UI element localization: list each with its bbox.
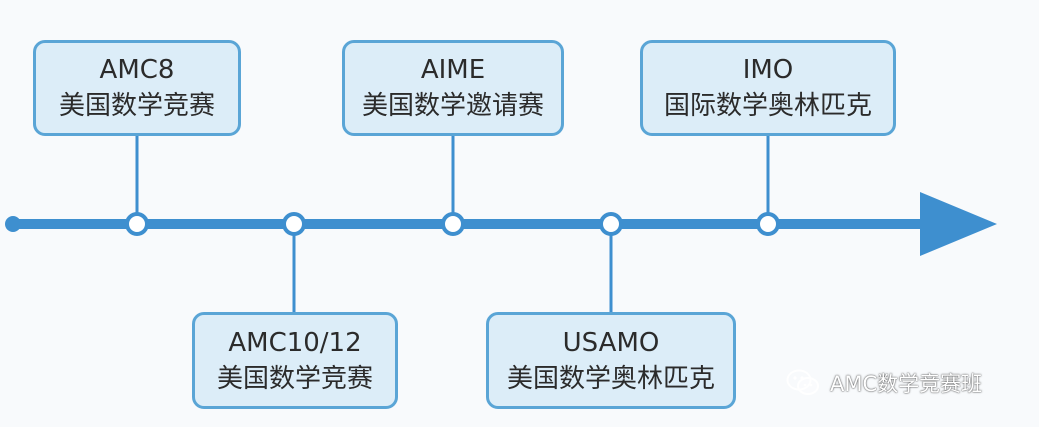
timeline-arrowhead <box>920 192 997 256</box>
watermark-text: AMC数学竞赛班 <box>830 372 983 396</box>
event-title: AIME <box>420 55 486 85</box>
node-imo <box>756 212 780 236</box>
event-subtitle: 美国数学邀请赛 <box>361 91 544 121</box>
event-subtitle: 国际数学奥林匹克 <box>663 91 872 121</box>
watermark: AMC数学竞赛班 <box>786 365 982 401</box>
event-box-usamo: USAMO 美国数学奥林匹克 <box>486 312 736 409</box>
event-subtitle: 美国数学竞赛 <box>58 91 215 121</box>
wechat-icon <box>786 369 819 395</box>
node-amc10-12 <box>282 212 306 236</box>
event-box-aime: AIME 美国数学邀请赛 <box>342 40 564 136</box>
event-box-amc10-12: AMC10/12 美国数学竞赛 <box>192 312 398 409</box>
event-subtitle: 美国数学竞赛 <box>216 363 373 394</box>
event-title: IMO <box>742 55 794 85</box>
event-subtitle: 美国数学奥林匹克 <box>506 363 715 394</box>
node-amc8 <box>125 212 149 236</box>
event-title: USAMO <box>562 327 660 358</box>
event-title: AMC8 <box>99 55 175 85</box>
node-aime <box>441 212 465 236</box>
node-usamo <box>599 212 623 236</box>
event-box-imo: IMO 国际数学奥林匹克 <box>640 40 896 136</box>
event-title: AMC10/12 <box>228 327 362 358</box>
event-box-amc8: AMC8 美国数学竞赛 <box>33 40 241 136</box>
